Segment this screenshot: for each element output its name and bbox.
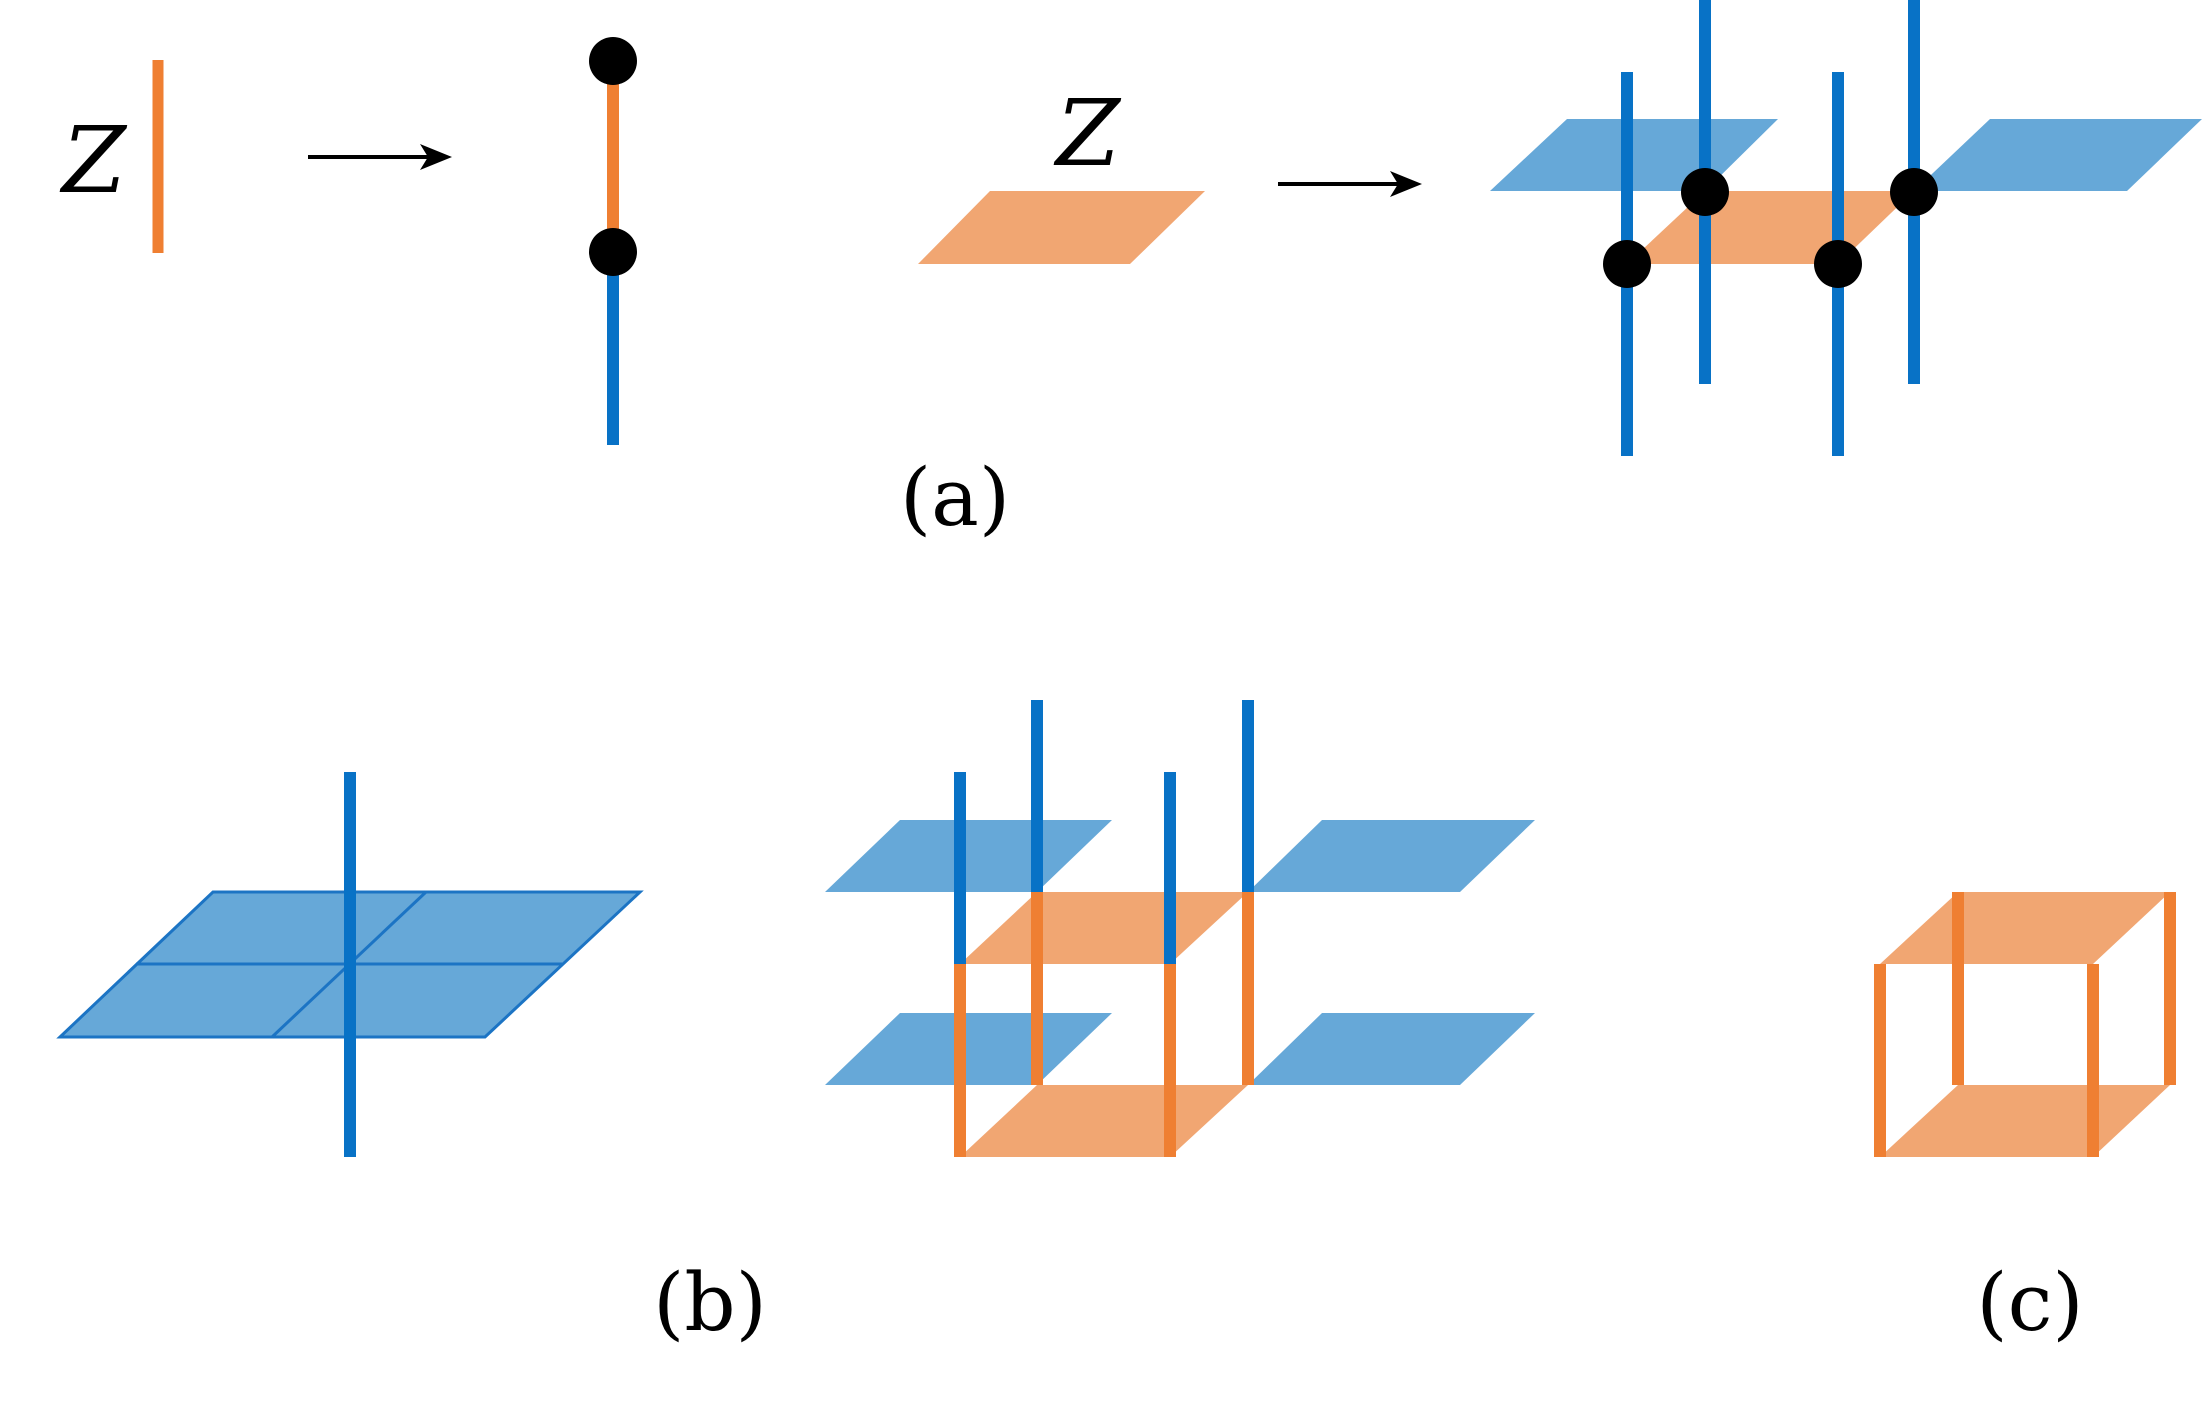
arrow-a-right <box>1278 171 1422 197</box>
corner-dot-4 <box>1890 168 1938 216</box>
panel-a-label: (a) <box>900 451 1010 544</box>
corner-dot-2 <box>1681 168 1729 216</box>
stacked-planes <box>825 700 1535 1157</box>
blue-plaquette-left <box>1490 119 1778 191</box>
line-result <box>589 37 637 445</box>
orange-plaquette-center <box>1627 191 1914 264</box>
blue-plaquette-top-right <box>1248 820 1535 892</box>
arrow-head <box>1390 171 1422 197</box>
endpoint-dot-bottom <box>589 228 637 276</box>
corner-dot-3 <box>1814 240 1862 288</box>
blue-plaquette-right <box>1914 119 2202 191</box>
blue-plaquette-bottom-left <box>825 1013 1112 1085</box>
panel-b-label: (b) <box>653 1256 767 1349</box>
endpoint-dot-top <box>589 37 637 85</box>
orange-plaquette <box>918 191 1205 264</box>
blue-plaquette-top-left <box>825 820 1112 892</box>
plane-result <box>1490 0 2202 456</box>
panel-c: (c) <box>1874 892 2176 1349</box>
panel-a: Z Z <box>59 0 2202 544</box>
z-line-operator: Z <box>59 60 164 253</box>
z-plane-operator: Z <box>918 80 1205 264</box>
blue-plane-grid <box>56 772 644 1157</box>
orange-face-top <box>1880 892 2170 964</box>
orange-plaquette-top <box>960 892 1248 964</box>
orange-cube <box>1874 892 2176 1157</box>
z-line-label: Z <box>59 107 128 214</box>
arrow-head <box>420 144 452 170</box>
orange-plaquette-bottom <box>960 1085 1248 1157</box>
panel-c-label: (c) <box>1976 1256 2083 1349</box>
orange-face-bottom <box>1880 1085 2170 1157</box>
blue-plaquette-bottom-right <box>1248 1013 1535 1085</box>
arrow-a-left <box>308 144 452 170</box>
z-plane-label: Z <box>1053 80 1122 187</box>
panel-b: (b) <box>56 700 1535 1349</box>
corner-dot-1 <box>1603 240 1651 288</box>
